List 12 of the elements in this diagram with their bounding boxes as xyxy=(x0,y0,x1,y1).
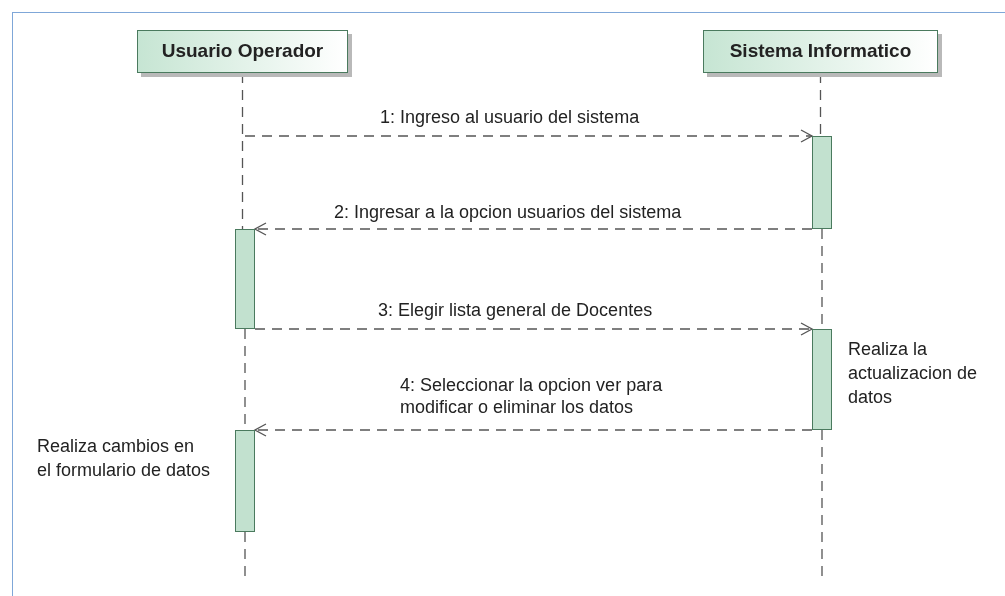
note-text: Realiza la actualizacion de datos xyxy=(848,338,979,409)
activation-bar xyxy=(812,136,832,229)
note-text: Realiza cambios en el formulario de datos xyxy=(37,435,212,482)
message-arrow xyxy=(254,322,813,336)
activation-bar xyxy=(812,329,832,430)
activation-bar xyxy=(235,430,255,532)
message-arrow xyxy=(244,129,813,143)
message-arrow xyxy=(254,423,813,437)
activation-bar xyxy=(235,229,255,329)
lifeline xyxy=(244,531,246,579)
message-arrow xyxy=(254,222,813,236)
lifeline xyxy=(821,429,823,579)
